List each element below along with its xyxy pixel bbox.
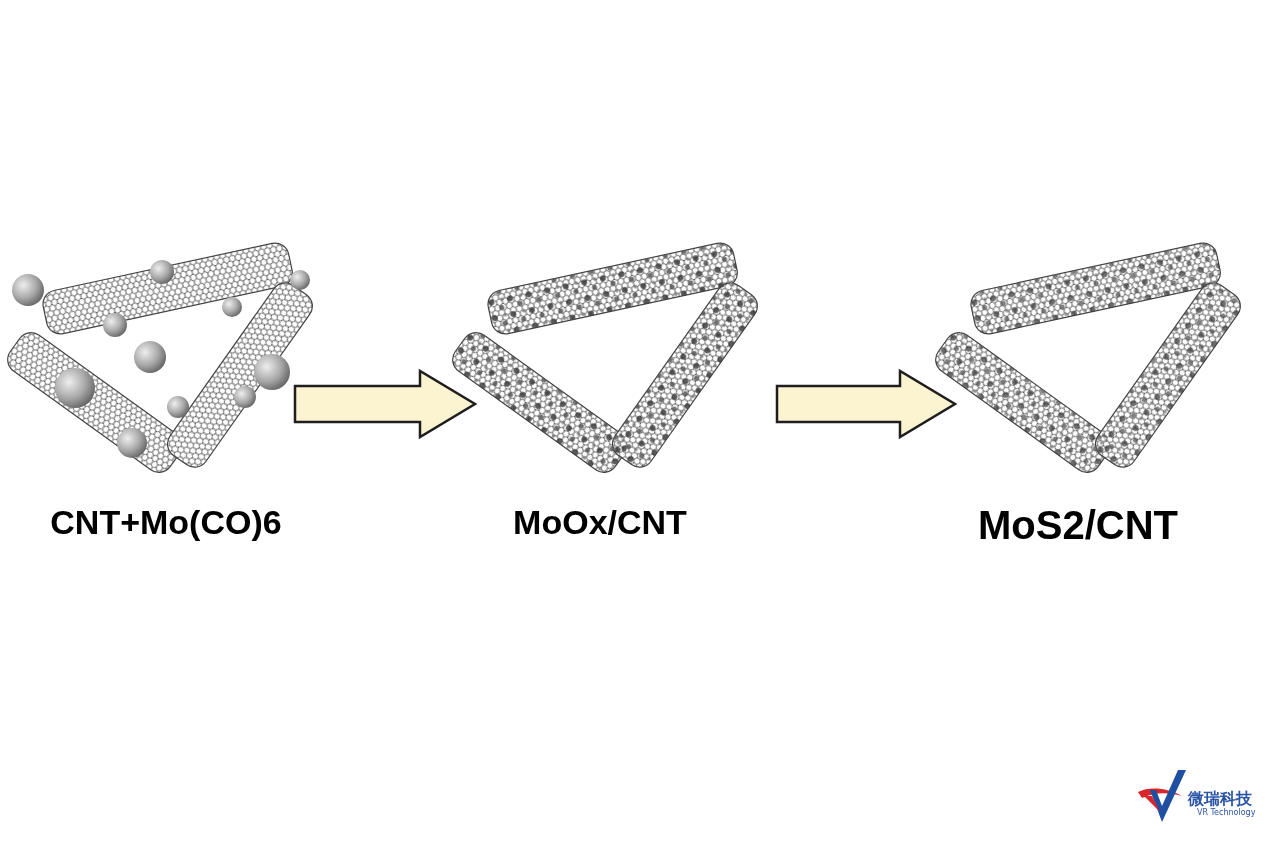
cnt-triangle bbox=[447, 240, 763, 477]
process-arrow bbox=[295, 371, 475, 437]
stage-label: MoOx/CNT bbox=[513, 503, 687, 542]
watermark-text: VR Technology bbox=[1197, 808, 1255, 817]
logo-mark bbox=[1138, 770, 1186, 822]
cnt-triangle bbox=[2, 240, 318, 477]
stage-label: MoS2/CNT bbox=[978, 502, 1178, 548]
precursor-spheres bbox=[12, 260, 310, 458]
material-stage: MoOx/CNT bbox=[480, 250, 720, 550]
material-stage: CNT+Mo(CO)6 bbox=[40, 250, 292, 550]
process-arrow bbox=[777, 371, 955, 437]
material-stage: MoS2/CNT bbox=[958, 250, 1198, 550]
cnt-triangle bbox=[930, 240, 1246, 477]
watermark-text: 微瑞科技 bbox=[1188, 789, 1252, 810]
stage-label: CNT+Mo(CO)6 bbox=[50, 503, 281, 542]
